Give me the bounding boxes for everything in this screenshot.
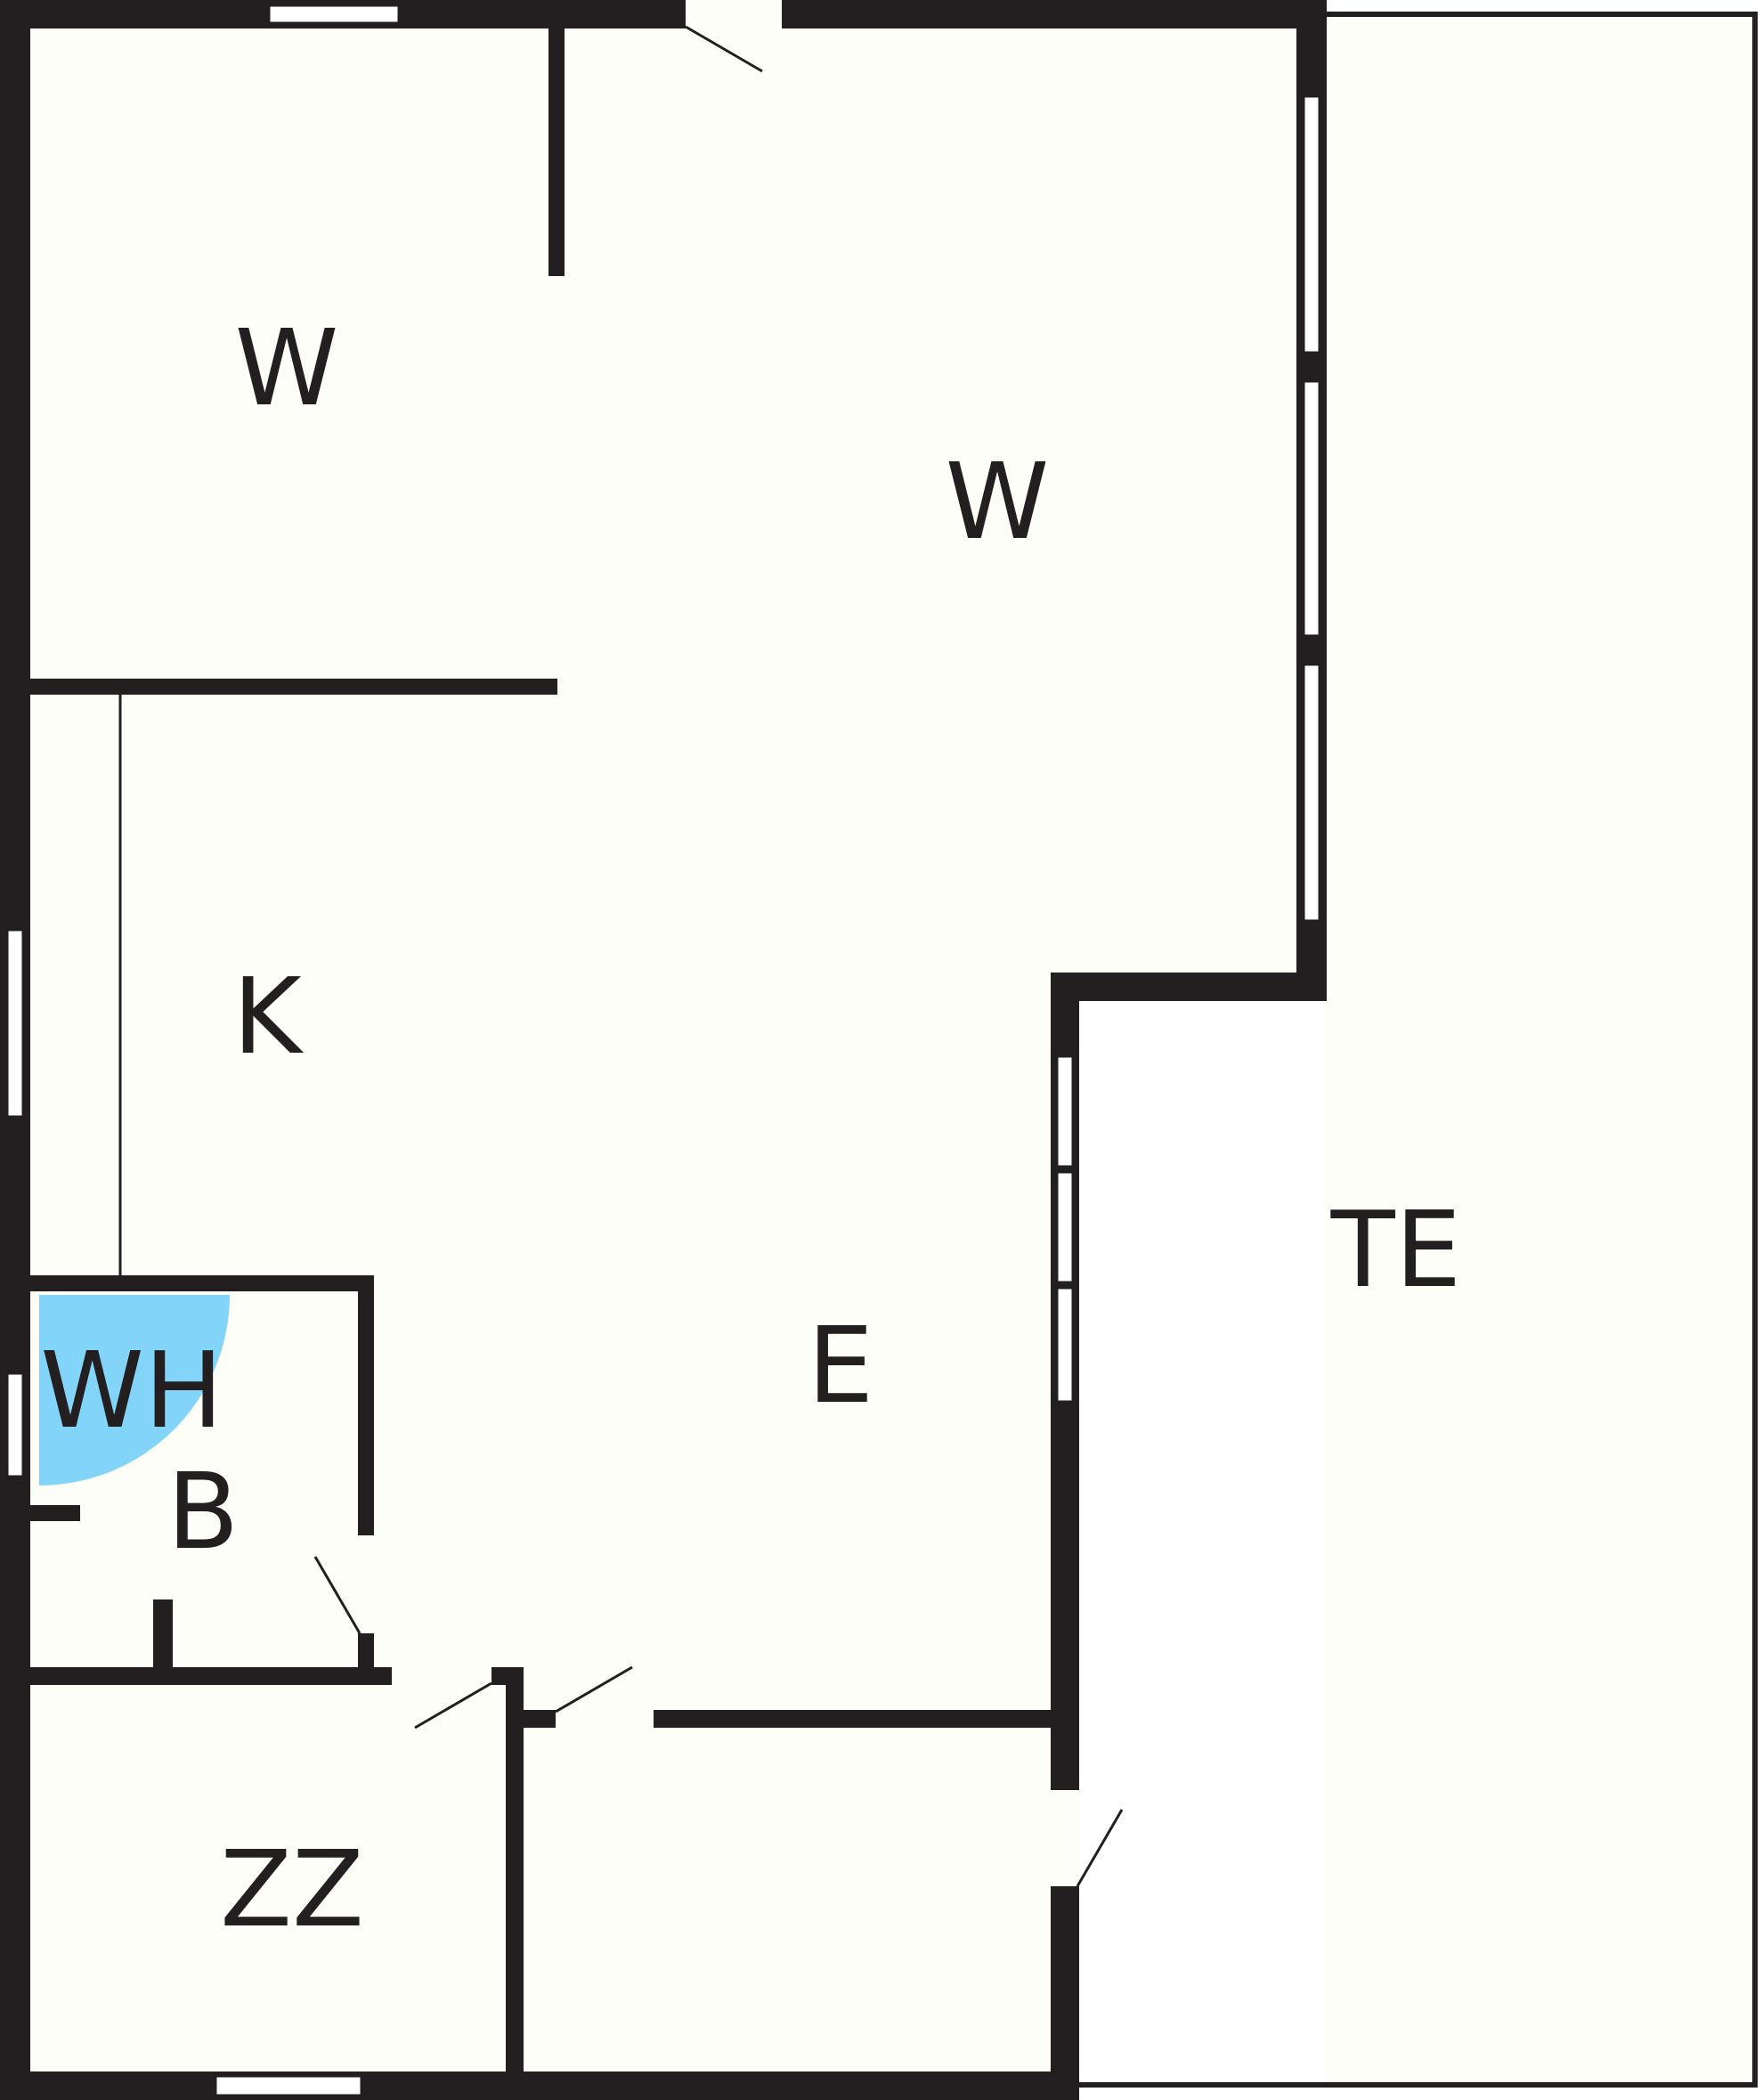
window-entry-3 xyxy=(1055,1286,1075,1404)
window-top-left xyxy=(267,4,401,25)
wall-top-right xyxy=(782,0,1327,28)
door-swing-bath xyxy=(313,1556,362,1634)
wall-bath-right-b xyxy=(358,1633,374,1673)
wall-bath-right-a xyxy=(358,1275,374,1535)
wall-w-k xyxy=(27,679,557,695)
door-gap-terrace xyxy=(1051,1790,1079,1886)
wall-bath-stub-left xyxy=(27,1505,80,1521)
window-entry-1 xyxy=(1055,1054,1075,1168)
doors xyxy=(313,0,1124,1887)
window-left-kitchen xyxy=(5,928,25,1119)
window-right-1 xyxy=(1302,94,1321,354)
window-entry-2 xyxy=(1055,1170,1075,1284)
room-label-w-left: W xyxy=(235,306,339,429)
door-gap-zz xyxy=(392,1667,492,1685)
door-swing-zz xyxy=(414,1681,492,1730)
door-gap-top xyxy=(686,0,782,28)
terrace-floor xyxy=(1325,12,1758,2088)
room-label-w-main: W xyxy=(946,440,1050,563)
room-label-shower: WH xyxy=(40,1329,223,1452)
room-label-storage: ZZ xyxy=(220,1827,364,1950)
window-left-bath xyxy=(5,1372,25,1478)
room-label-terrace: TE xyxy=(1330,1188,1462,1311)
interior-floor xyxy=(0,0,1325,2100)
wall-bath-stub-bottom xyxy=(153,1599,173,1671)
wall-bottom xyxy=(0,2072,1079,2100)
wall-hall-stub xyxy=(506,1710,556,1728)
room-labels: W W K E WH B ZZ TE xyxy=(40,306,1461,1950)
terrace-outline xyxy=(1079,12,1758,2088)
window-right-3 xyxy=(1302,663,1321,923)
wall-zz-right xyxy=(506,1667,524,2086)
shower-area xyxy=(39,1295,230,1485)
wall-hall-top xyxy=(654,1710,1054,1728)
window-right-2 xyxy=(1302,379,1321,638)
door-swing-terrace xyxy=(1076,1809,1124,1887)
room-label-kitchen: K xyxy=(232,955,304,1078)
wall-bath-top xyxy=(27,1275,374,1291)
door-gap-bath xyxy=(358,1535,374,1633)
door-gap-hall xyxy=(556,1710,654,1728)
window-bottom xyxy=(214,2074,363,2097)
wall-bath-bottom xyxy=(27,1667,392,1685)
door-swing-hall xyxy=(555,1665,633,1713)
wall-right-lower-b xyxy=(1051,1886,1079,2100)
windows xyxy=(5,4,1321,2097)
wall-step xyxy=(1051,973,1327,1001)
terrace-border xyxy=(1079,12,1758,2088)
room-label-entry: E xyxy=(808,1304,874,1427)
wall-top-divider xyxy=(548,27,565,276)
door-swing-top xyxy=(685,25,763,73)
room-label-bath: B xyxy=(167,1450,240,1573)
